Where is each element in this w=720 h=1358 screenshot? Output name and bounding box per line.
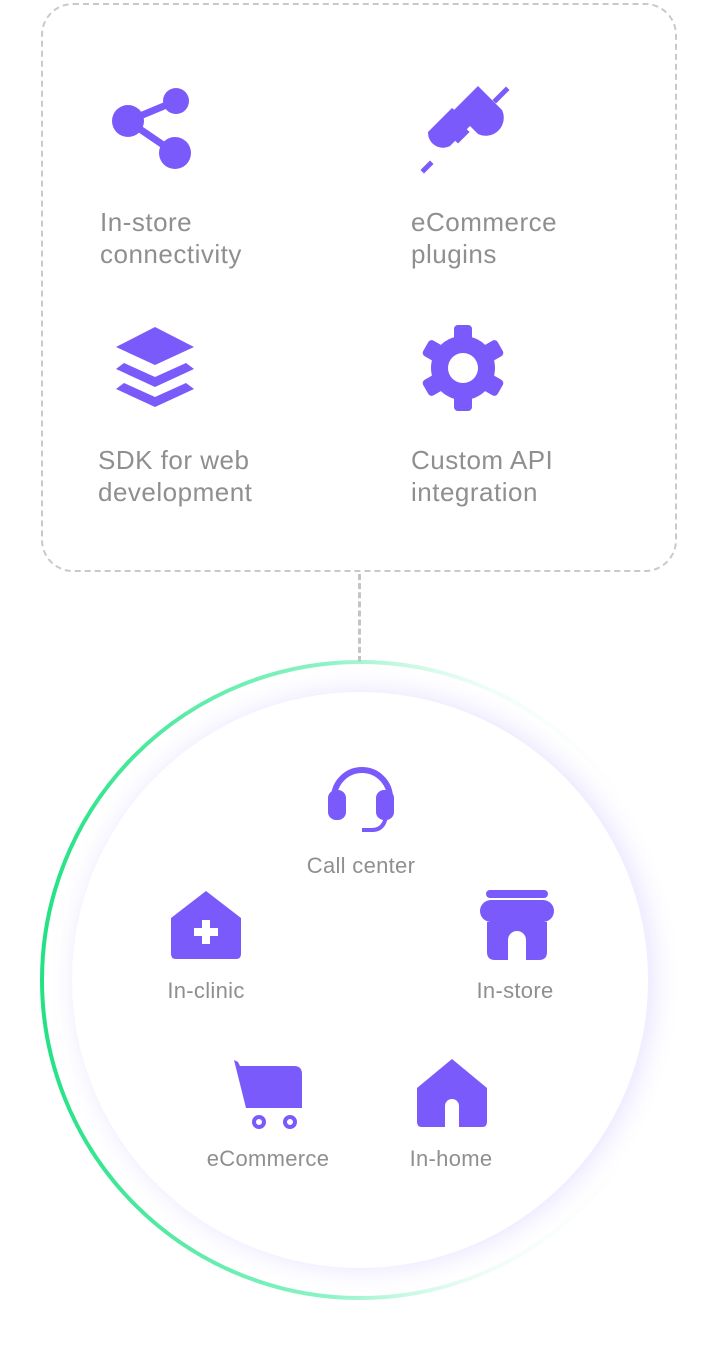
headset-icon: [328, 767, 394, 832]
clinic-icon: [171, 891, 241, 959]
integration-label: SDK for web development: [98, 445, 253, 507]
channel-label: In-clinic: [167, 978, 245, 1003]
connector-line: [358, 574, 361, 662]
channel-label: eCommerce: [206, 1146, 330, 1171]
plug-icon: [420, 86, 510, 174]
channel-label: In-store: [476, 978, 554, 1003]
integrations-panel: [41, 3, 677, 572]
channel-label: In-home: [409, 1146, 493, 1171]
cart-icon: [234, 1060, 302, 1129]
layers-icon: [116, 327, 194, 407]
home-icon: [417, 1059, 487, 1127]
integration-label: Custom API integration: [411, 445, 554, 507]
integration-label: eCommerce plugins: [411, 207, 558, 269]
share-icon: [112, 88, 191, 169]
integration-label: In-store connectivity: [100, 207, 242, 269]
gear-icon: [422, 325, 504, 411]
channel-label: Call center: [306, 853, 416, 878]
store-icon: [480, 890, 554, 960]
